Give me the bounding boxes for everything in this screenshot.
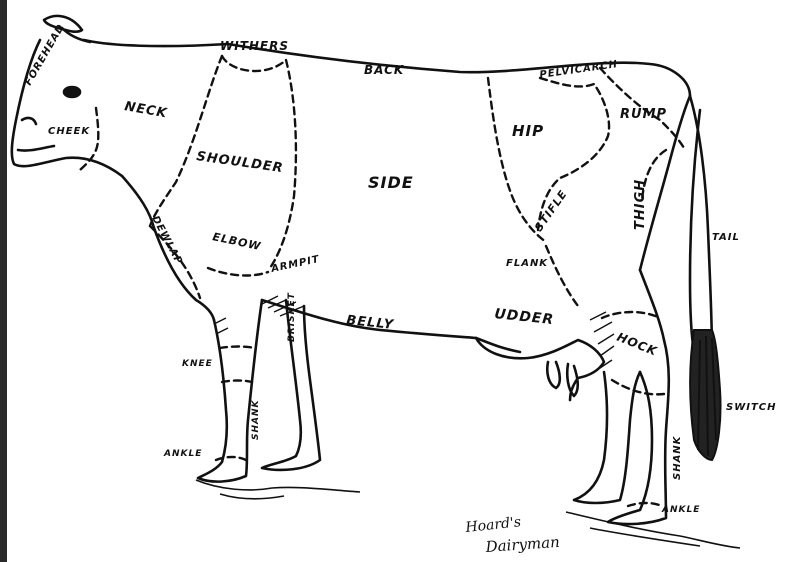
knee-boundary [220, 347, 254, 383]
label-hip: HIP [512, 122, 544, 140]
ground-marks [196, 480, 740, 548]
signature: Hoard's Dairyman [464, 514, 561, 556]
part-labels: WITHERS BACK PELVICARCH RUMP FOREHEAD NE… [23, 22, 776, 515]
rear-leg-near [574, 372, 640, 503]
label-knee: KNEE [182, 359, 213, 369]
signature-line-2: Dairyman [484, 533, 560, 556]
rear-ankle-boundary [628, 503, 662, 506]
label-udder: UDDER [494, 306, 555, 328]
nostril [22, 118, 36, 124]
rear-leg-far [608, 270, 669, 524]
label-tail: TAIL [712, 232, 740, 243]
label-shank-rear: SHANK [672, 435, 683, 480]
shoulder-front-boundary [150, 56, 222, 226]
tail-switch [690, 330, 720, 460]
scan-edge-shadow [0, 0, 7, 562]
withers-boundary [222, 56, 286, 71]
label-neck: NECK [123, 99, 168, 121]
label-ankle-front: ANKLE [163, 449, 202, 459]
region-boundaries [80, 56, 684, 506]
udder-outline [476, 338, 604, 400]
label-cheek: CHEEK [48, 126, 90, 137]
cow-outline [12, 16, 712, 524]
front-leg-near [198, 300, 262, 482]
face-outline [12, 40, 122, 176]
signature-line-1: Hoard's [464, 514, 522, 536]
label-flank: FLANK [506, 258, 548, 269]
label-ankle-rear: ANKLE [661, 505, 700, 515]
label-brisket: BRISKET [287, 292, 297, 342]
label-rump: RUMP [620, 107, 667, 122]
label-shoulder: SHOULDER [195, 149, 284, 176]
label-armpit: ARMPIT [269, 254, 321, 275]
label-shank-front: SHANK [251, 399, 261, 440]
label-forehead: FOREHEAD [23, 22, 67, 87]
hock-upper-boundary [602, 312, 660, 318]
label-belly: BELLY [346, 313, 396, 333]
label-hock: HOCK [615, 330, 660, 359]
label-withers: WITHERS [220, 39, 289, 53]
mouth-line [18, 146, 54, 151]
eye [64, 87, 80, 97]
label-thigh: THIGH [633, 179, 648, 230]
label-elbow: ELBOW [211, 230, 262, 253]
label-side: SIDE [368, 173, 414, 192]
tail-line-inner [690, 110, 700, 352]
front-ankle-boundary [216, 457, 246, 460]
teat-front [547, 362, 560, 388]
label-switch: SWITCH [726, 402, 776, 413]
label-back: BACK [364, 63, 405, 77]
label-pelvic-arch: PELVICARCH [539, 59, 619, 81]
flank-boundary [546, 246, 578, 306]
tail-line [690, 96, 712, 352]
hock-lower-boundary [612, 380, 664, 394]
elbow-boundary [208, 268, 268, 275]
label-stifle: STIFLE [532, 187, 570, 233]
